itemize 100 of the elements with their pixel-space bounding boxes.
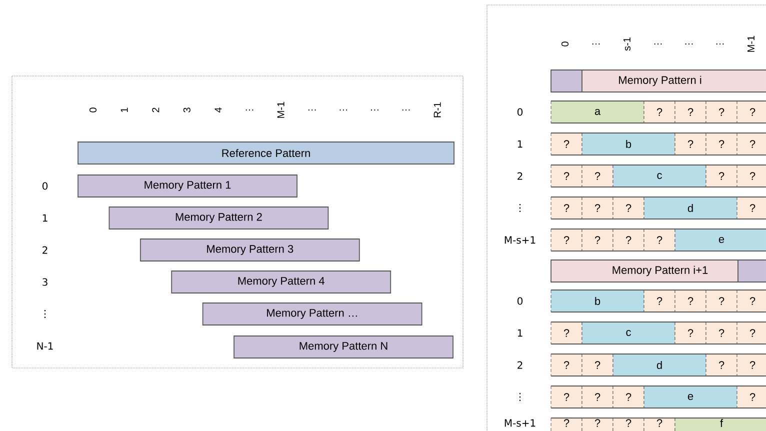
pattern-cell: ? — [706, 164, 738, 188]
column-index: … — [592, 43, 600, 45]
column-index: … — [716, 43, 724, 45]
row-index: N-1 — [37, 342, 53, 350]
column-index: 2 — [152, 108, 160, 112]
column-index: 0 — [561, 42, 569, 46]
pattern-bar: Memory Pattern 1 — [78, 174, 298, 198]
pattern-cell: ? — [674, 290, 706, 312]
pattern-cell: ? — [550, 322, 582, 344]
pattern-cell: d — [644, 196, 738, 220]
panel-frame — [12, 76, 464, 368]
pattern-cell: ? — [706, 100, 738, 124]
pattern-cell: ? — [736, 164, 766, 188]
pattern-cell: ? — [736, 290, 766, 312]
row-index: 1 — [518, 140, 522, 148]
row-index: 2 — [518, 172, 522, 180]
pattern-cell: ? — [736, 132, 766, 156]
column-index: 4 — [214, 108, 222, 113]
node-label: ? — [718, 361, 724, 369]
pattern-cell: a — [550, 100, 644, 124]
pattern-cell: ? — [736, 386, 766, 408]
panel-frame — [486, 4, 766, 431]
column-index: M-1 — [748, 36, 754, 52]
pattern-cell: ? — [550, 386, 582, 408]
pattern-cell: c — [612, 164, 706, 188]
column-index: … — [402, 109, 410, 111]
column-index: … — [246, 109, 254, 111]
pattern-bar: Memory Pattern N — [234, 336, 454, 358]
row-index: 2 — [518, 361, 522, 369]
pattern-cell: ? — [550, 228, 582, 252]
column-index: R-1 — [434, 102, 441, 118]
node-label: ? — [688, 329, 694, 337]
node-label: ? — [656, 297, 662, 305]
node-label: ? — [718, 297, 724, 305]
column-index: … — [308, 109, 316, 111]
pattern-cell: ? — [550, 354, 582, 376]
row-index: ⋮ — [44, 310, 46, 318]
column-index: … — [340, 109, 348, 111]
pattern-cell: b — [582, 132, 676, 156]
pattern-cell: ? — [644, 100, 676, 124]
column-index: … — [685, 43, 693, 45]
row-index: 0 — [517, 108, 523, 116]
pattern-cell: ? — [706, 354, 738, 376]
pattern-cell: ? — [706, 322, 738, 344]
pattern-cell: b — [550, 290, 644, 312]
pattern-cell: ? — [736, 100, 766, 124]
node-label: ? — [626, 236, 632, 244]
node-label: ? — [594, 393, 600, 401]
node-label: ? — [688, 297, 694, 305]
node-label: ? — [564, 393, 570, 401]
pattern-cell: ? — [582, 418, 614, 431]
node-label: ? — [564, 419, 570, 427]
node-label: ? — [564, 204, 570, 212]
pattern-cell: ? — [550, 196, 582, 220]
offset-segment — [550, 70, 582, 92]
row-index: ⋮ — [519, 204, 521, 212]
node-label: ? — [718, 329, 724, 337]
node-label: ? — [564, 236, 570, 244]
column-index: 1 — [120, 108, 128, 112]
pattern-cell: ? — [706, 132, 738, 156]
pattern-cell: ? — [612, 196, 644, 220]
node-label: ? — [594, 419, 600, 427]
node-label: ? — [718, 140, 724, 148]
pattern-cell: f — [674, 418, 766, 431]
node-label: ? — [564, 172, 570, 180]
pattern-cell: ? — [736, 196, 766, 220]
pattern-cell: ? — [736, 354, 766, 376]
node-label: ? — [594, 236, 600, 244]
pattern-cell: ? — [644, 418, 676, 431]
node-label: ? — [594, 204, 600, 212]
pattern-cell: e — [674, 228, 766, 252]
pattern-cell: ? — [674, 132, 706, 156]
pattern-cell: ? — [736, 322, 766, 344]
pattern-bar: Memory Pattern i — [582, 70, 766, 92]
pattern-cell: ? — [550, 164, 582, 188]
row-index: 0 — [42, 182, 48, 190]
pattern-cell: ? — [582, 196, 614, 220]
pattern-cell: ? — [550, 132, 582, 156]
pattern-bar: Reference Pattern — [78, 142, 454, 164]
node-label: ? — [564, 361, 570, 369]
pattern-cell: c — [582, 322, 676, 344]
pattern-bar: Memory Pattern i+1 — [550, 260, 738, 282]
pattern-bar: Memory Pattern … — [202, 302, 422, 326]
row-index: M-s+1 — [504, 419, 536, 427]
node-label: ? — [718, 172, 724, 180]
node-label: ? — [688, 108, 694, 116]
row-index: ⋮ — [519, 392, 521, 402]
pattern-bar: Memory Pattern 3 — [140, 238, 360, 262]
column-index: s-1 — [624, 38, 630, 51]
column-index: 3 — [183, 108, 190, 112]
pattern-bar: Memory Pattern 4 — [171, 270, 392, 294]
column-index: … — [371, 109, 378, 111]
node-label: ? — [688, 140, 694, 148]
column-index: M-1 — [277, 102, 284, 118]
offset-segment — [738, 260, 766, 282]
node-label: ? — [656, 108, 662, 116]
pattern-cell: ? — [674, 322, 706, 344]
row-index: 0 — [517, 297, 523, 305]
column-index: 0 — [89, 108, 97, 112]
pattern-cell: ? — [582, 354, 614, 376]
